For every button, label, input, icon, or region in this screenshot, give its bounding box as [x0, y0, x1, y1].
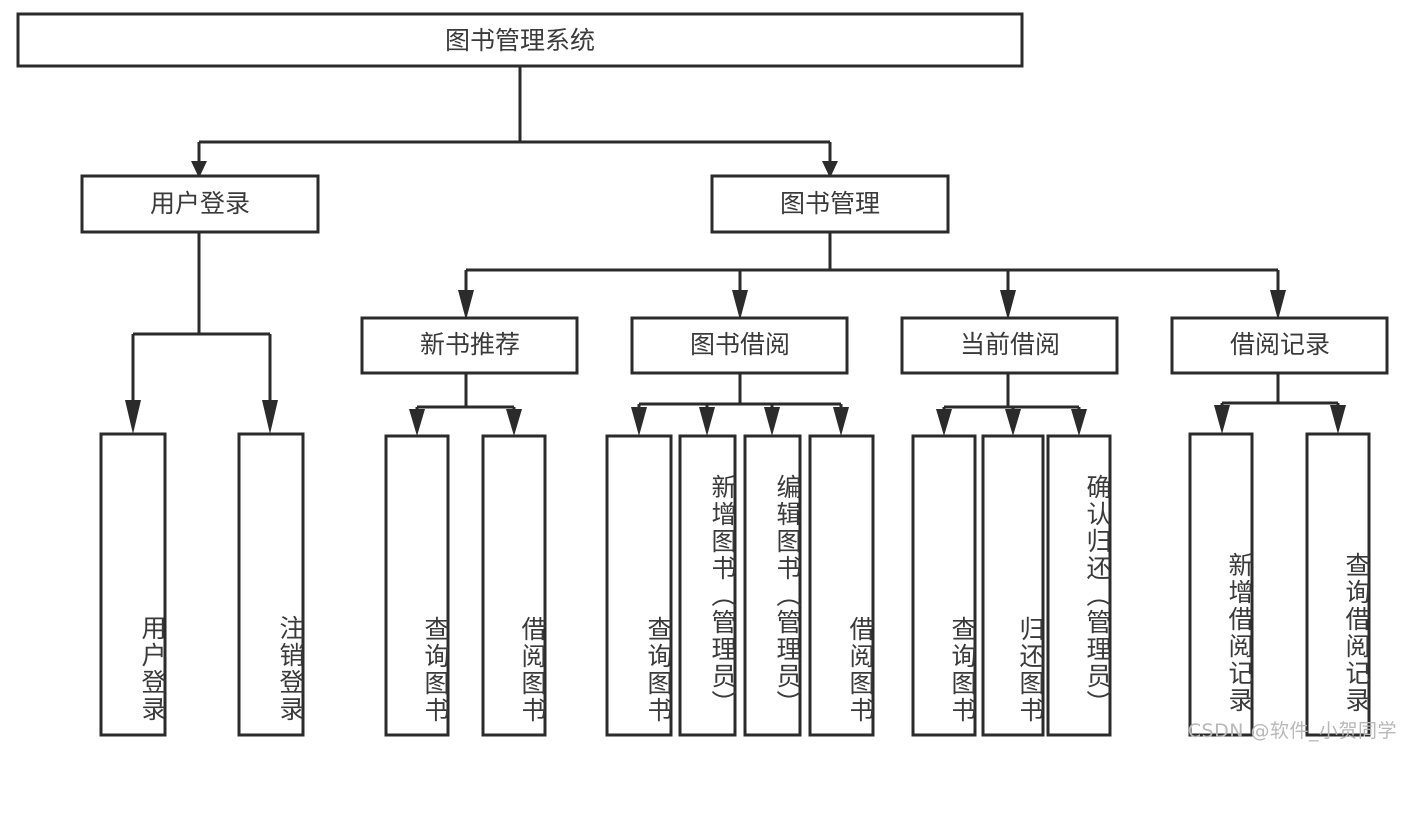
functional-structure-diagram: 图书管理系统 用户登录 图书管理 新书推荐 图书借阅 当前借阅 借阅记录 [16, 12, 1397, 742]
node-user-login[interactable]: 用户登录 [80, 174, 320, 234]
arrow-head-book-borrow [732, 290, 748, 320]
leaf-add-book-box[interactable] [678, 434, 737, 737]
leaf-query-book-3-box[interactable] [911, 434, 977, 737]
arrow-head-leaf-add-record [1214, 405, 1230, 434]
arrow-head-new-book-recommend [458, 290, 474, 320]
node-current-borrow-label: 当前借阅 [960, 330, 1060, 359]
node-new-book-recommend[interactable]: 新书推荐 [360, 316, 579, 375]
leaf-add-record-box[interactable] [1188, 432, 1254, 737]
node-book-borrow[interactable]: 图书借阅 [630, 316, 849, 375]
arrow-head-leaf-query-record [1330, 405, 1346, 434]
node-root[interactable]: 图书管理系统 [16, 12, 1024, 68]
arrow-head-leaf-edit-book [764, 407, 780, 436]
connector-group-current-borrow [936, 373, 1087, 436]
node-current-borrow-box[interactable] [900, 316, 1119, 375]
node-user-login-box[interactable] [80, 174, 320, 234]
leaf-query-book-1-box[interactable] [384, 434, 450, 737]
arrow-head-leaf-add-book [699, 407, 715, 436]
arrow-head-leaf-query-book-1 [409, 409, 425, 436]
node-new-book-recommend-label: 新书推荐 [420, 330, 520, 359]
arrow-head-leaf-logout-login [262, 400, 278, 434]
arrow-head-leaf-query-book-3 [936, 409, 952, 436]
connector-group-user-login [125, 232, 278, 434]
arrow-head-leaf-user-login [125, 400, 141, 434]
connector-group-book-manage [458, 232, 1286, 320]
node-book-manage[interactable]: 图书管理 [710, 174, 950, 234]
arrow-head-borrow-record [1270, 290, 1286, 320]
arrow-head-leaf-query-book-2 [631, 407, 647, 436]
tree-diagram-canvas: 图书管理系统 用户登录 图书管理 新书推荐 图书借阅 当前借阅 借阅记录 [16, 12, 1389, 737]
connector-group-new-book-recommend [409, 373, 522, 436]
node-borrow-record-box[interactable] [1170, 316, 1389, 375]
connector-group-book-borrow [631, 373, 849, 436]
arrow-head-user-login [191, 161, 207, 178]
leaf-confirm-return-box[interactable] [1046, 434, 1112, 737]
node-book-borrow-box[interactable] [630, 316, 849, 375]
leaf-borrow-book-2-box[interactable] [808, 434, 875, 737]
leaf-query-record-box[interactable] [1305, 432, 1371, 737]
leaf-user-login-box[interactable] [99, 432, 167, 737]
node-book-manage-box[interactable] [710, 174, 950, 234]
leaf-return-book-box[interactable] [981, 434, 1045, 737]
node-root-box[interactable] [16, 12, 1024, 68]
connector-group-root [191, 66, 838, 178]
node-new-book-recommend-box[interactable] [360, 316, 579, 375]
leaf-logout-login-box[interactable] [237, 432, 305, 737]
arrow-head-leaf-borrow-book-1 [506, 409, 522, 436]
leaf-borrow-book-1-box[interactable] [481, 434, 547, 737]
node-book-borrow-label: 图书借阅 [690, 330, 790, 359]
leaf-query-book-2-box[interactable] [605, 434, 673, 737]
node-user-login-label: 用户登录 [150, 189, 250, 218]
arrow-head-leaf-confirm-return [1071, 409, 1087, 436]
arrow-head-current-borrow [1000, 290, 1016, 320]
watermark-text: CSDN @软件_小贺同学 [1187, 720, 1397, 742]
node-current-borrow[interactable]: 当前借阅 [900, 316, 1119, 375]
arrow-head-leaf-borrow-book-2 [833, 407, 849, 436]
arrow-head-leaf-return-book [1005, 409, 1021, 436]
arrow-head-book-manage [822, 161, 838, 178]
node-book-manage-label: 图书管理 [780, 189, 880, 218]
node-root-label: 图书管理系统 [445, 26, 595, 55]
node-borrow-record[interactable]: 借阅记录 [1170, 316, 1389, 375]
leaf-edit-book-box[interactable] [743, 434, 802, 737]
node-borrow-record-label: 借阅记录 [1230, 330, 1330, 359]
connector-group-borrow-record [1214, 373, 1346, 434]
